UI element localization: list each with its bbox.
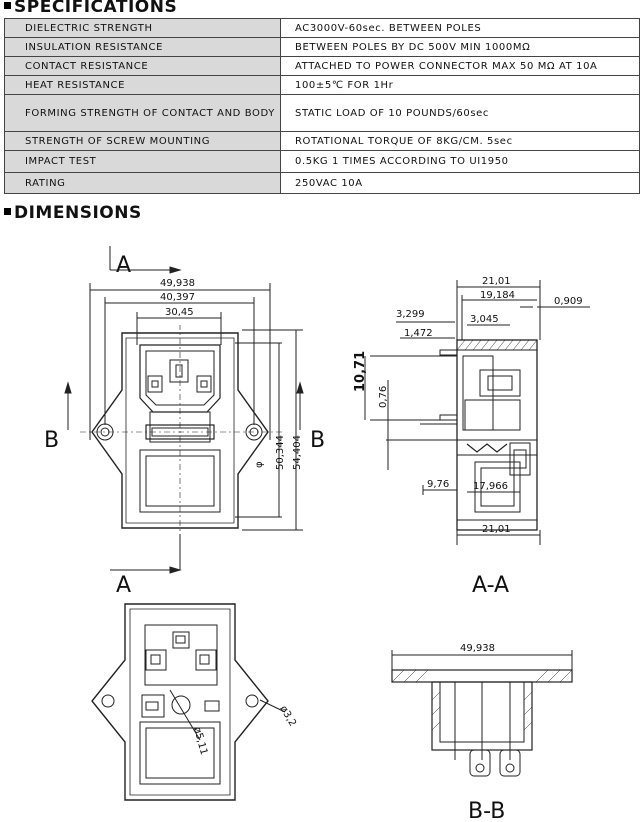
- rear-view: ø3,2 ø5,11: [91, 603, 298, 801]
- section-b-label-left: B: [44, 428, 59, 453]
- spec-key: DIELECTRIC STRENGTH: [4, 18, 281, 38]
- dimensions-title: DIMENSIONS: [14, 203, 142, 223]
- section-bb-caption: B-B: [468, 799, 505, 822]
- dim-height: 54,404: [292, 435, 303, 470]
- dim-3045: 3,045: [470, 314, 499, 325]
- spec-value: BETWEEN POLES BY DC 500V MIN 1000MΩ: [280, 37, 640, 57]
- dim-076: 0,76: [378, 386, 389, 408]
- dim-hole-span: 40,397: [160, 292, 195, 303]
- spec-value: 100±5℃ FOR 1Hr: [280, 75, 640, 95]
- dim-inner-width: 30,45: [165, 307, 194, 318]
- spec-value: ROTATIONAL TORQUE OF 8KG/CM. 5sec: [280, 131, 640, 151]
- section-view: 49,938 B-B: [391, 643, 573, 822]
- spec-value: 250VAC 10A: [280, 172, 640, 194]
- spec-value: 0.5KG 1 TIMES ACCORDING TO UI1950: [280, 150, 640, 173]
- dim-rear-hole: ø3,2: [277, 704, 298, 729]
- dim-19184: 19,184: [480, 290, 515, 301]
- dim-1472: 1,472: [404, 328, 433, 339]
- dim-inner-height: 50,344: [275, 435, 286, 470]
- front-view: A A B B 49,938 40,397 30,45 54,404 50,34…: [44, 246, 325, 598]
- dim-1071: 10,71: [353, 351, 368, 392]
- dimension-drawing: A A B B 49,938 40,397 30,45 54,404 50,34…: [44, 246, 590, 822]
- spec-key: RATING: [4, 172, 281, 194]
- spec-key: CONTACT RESISTANCE: [4, 56, 281, 76]
- side-view: 21,01 19,184 0,909 3,299 3,045 1,472 10,…: [353, 276, 590, 598]
- dim-0909: 0,909: [554, 296, 583, 307]
- dim-overall-width: 49,938: [160, 278, 195, 289]
- bullet-square-icon: [4, 208, 11, 215]
- spec-value: ATTACHED TO POWER CONNECTOR MAX 50 MΩ AT…: [280, 56, 640, 76]
- bullet-square-icon: [4, 2, 11, 9]
- dim-bottom-width: 21,01: [482, 524, 511, 535]
- section-b-label-right: B: [310, 428, 325, 453]
- spec-key: FORMING STRENGTH OF CONTACT AND BODY: [4, 94, 281, 132]
- section-a-label-top: A: [116, 253, 131, 278]
- spec-key: INSULATION RESISTANCE: [4, 37, 281, 57]
- specifications-heading: SPECIFICATIONS: [4, 0, 177, 17]
- dim-3299: 3,299: [396, 309, 425, 320]
- spec-key: IMPACT TEST: [4, 150, 281, 173]
- dim-top-width: 21,01: [482, 276, 511, 287]
- dim-rear-fuse: ø5,11: [191, 726, 209, 756]
- specifications-title: SPECIFICATIONS: [14, 0, 178, 17]
- spec-key: STRENGTH OF SCREW MOUNTING: [4, 131, 281, 151]
- section-a-label-bottom: A: [116, 573, 131, 598]
- spec-value: STATIC LOAD OF 10 POUNDS/60sec: [280, 94, 640, 132]
- dim-17966: 17,966: [473, 481, 508, 492]
- dim-section-width: 49,938: [460, 643, 495, 654]
- spec-key: HEAT RESISTANCE: [4, 75, 281, 95]
- section-aa-caption: A-A: [472, 573, 509, 598]
- svg-text:φ: φ: [254, 461, 265, 468]
- dim-976: 9,76: [427, 479, 449, 490]
- dimensions-heading: DIMENSIONS: [4, 203, 142, 223]
- spec-value: AC3000V-60sec. BETWEEN POLES: [280, 18, 640, 38]
